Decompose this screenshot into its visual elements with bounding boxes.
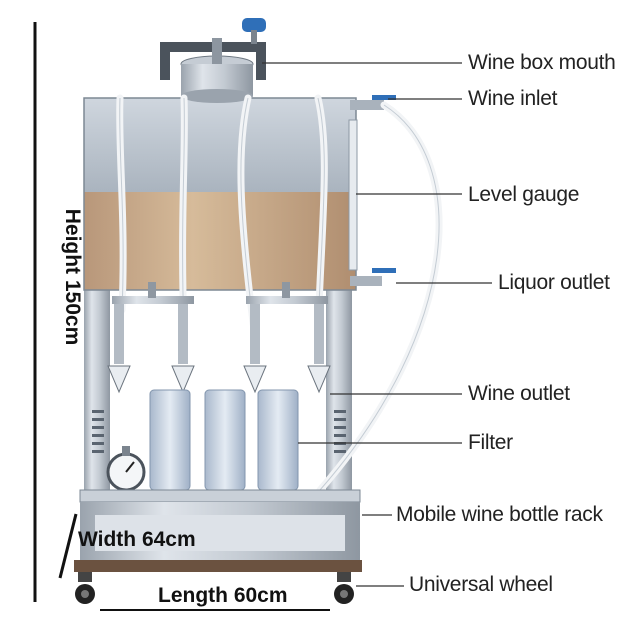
label-liquor-outlet: Liquor outlet <box>498 271 610 294</box>
rack-top <box>79 489 361 503</box>
wheel-icon <box>75 572 354 604</box>
label-universal-wheel: Universal wheel <box>409 573 553 596</box>
left-leg <box>84 288 110 498</box>
wine-inlet-valve <box>350 100 384 110</box>
label-wine-inlet: Wine inlet <box>468 87 558 110</box>
wine-outlets <box>107 304 331 394</box>
manifold-right <box>246 296 328 304</box>
width-dimension-line <box>58 513 78 579</box>
manifold-left <box>112 296 194 304</box>
pressure-gauge-icon <box>106 446 146 492</box>
liquor-outlet-valve <box>350 276 382 286</box>
label-level-gauge: Level gauge <box>468 183 580 206</box>
length-dimension-label: Length 60cm <box>158 584 288 607</box>
wine-tank-upper <box>84 98 356 194</box>
level-gauge-tube <box>348 119 358 271</box>
label-wine-outlet: Wine outlet <box>468 382 570 405</box>
wine-tank-lower <box>84 192 356 290</box>
hose-outlines <box>119 97 440 491</box>
label-mobile-wine-bottle-rack: Mobile wine bottle rack <box>396 503 603 526</box>
rack-base <box>74 560 362 572</box>
height-dimension-label: Height 150cm <box>61 208 84 346</box>
filters <box>149 389 299 491</box>
label-wine-box-mouth: Wine box mouth <box>468 51 616 74</box>
valve-icon <box>242 18 266 32</box>
width-dimension-label: Width 64cm <box>78 528 196 551</box>
leader-lines <box>262 62 492 587</box>
label-filter: Filter <box>468 431 513 454</box>
